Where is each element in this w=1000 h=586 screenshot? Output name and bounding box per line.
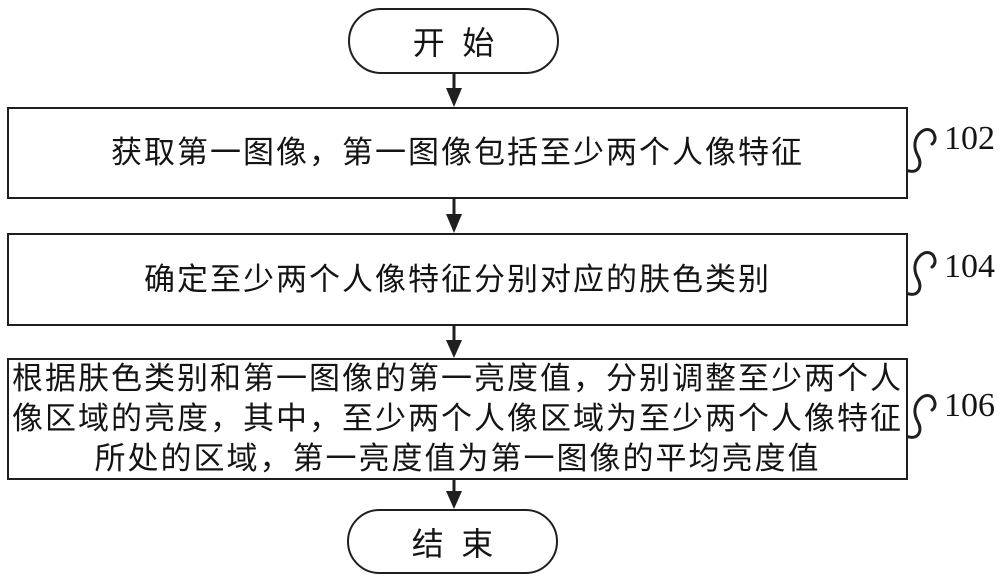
end-terminal: 结束: [347, 509, 558, 574]
process-box-106-text-line2: 像区域的亮度，其中，至少两个人像区域为至少两个人像特征: [12, 401, 903, 436]
process-box-106-text-line1: 根据肤色类别和第一图像的第一亮度值，分别调整至少两个人: [12, 361, 903, 396]
arrow-step106-to-end: [446, 479, 462, 509]
process-box-104: 确定至少两个人像特征分别对应的肤色类别: [7, 233, 908, 326]
process-box-102-text: 获取第一图像，第一图像包括至少两个人像特征: [111, 135, 804, 170]
ref-label-102: 102: [944, 120, 995, 157]
ref-connector-104-icon: [904, 251, 937, 296]
process-box-102: 获取第一图像，第一图像包括至少两个人像特征: [7, 107, 908, 199]
ref-connector-102-icon: [904, 128, 937, 173]
ref-connector-106-icon: [904, 394, 937, 439]
ref-label-104: 104: [944, 248, 995, 285]
process-box-106: 根据肤色类别和第一图像的第一亮度值，分别调整至少两个人 像区域的亮度，其中，至少…: [7, 358, 908, 480]
process-box-106-text-line3: 所处的区域，第一亮度值为第一图像的平均亮度值: [94, 441, 821, 476]
end-terminal-label: 结束: [411, 525, 511, 562]
start-terminal-label: 开始: [412, 25, 512, 61]
arrow-step104-to-step106: [446, 325, 462, 358]
start-terminal: 开始: [348, 8, 559, 74]
arrow-start-to-step102: [446, 72, 462, 107]
ref-label-106: 106: [944, 387, 995, 424]
process-box-104-text: 确定至少两个人像特征分别对应的肤色类别: [144, 261, 771, 297]
arrow-step102-to-step104: [446, 198, 462, 233]
